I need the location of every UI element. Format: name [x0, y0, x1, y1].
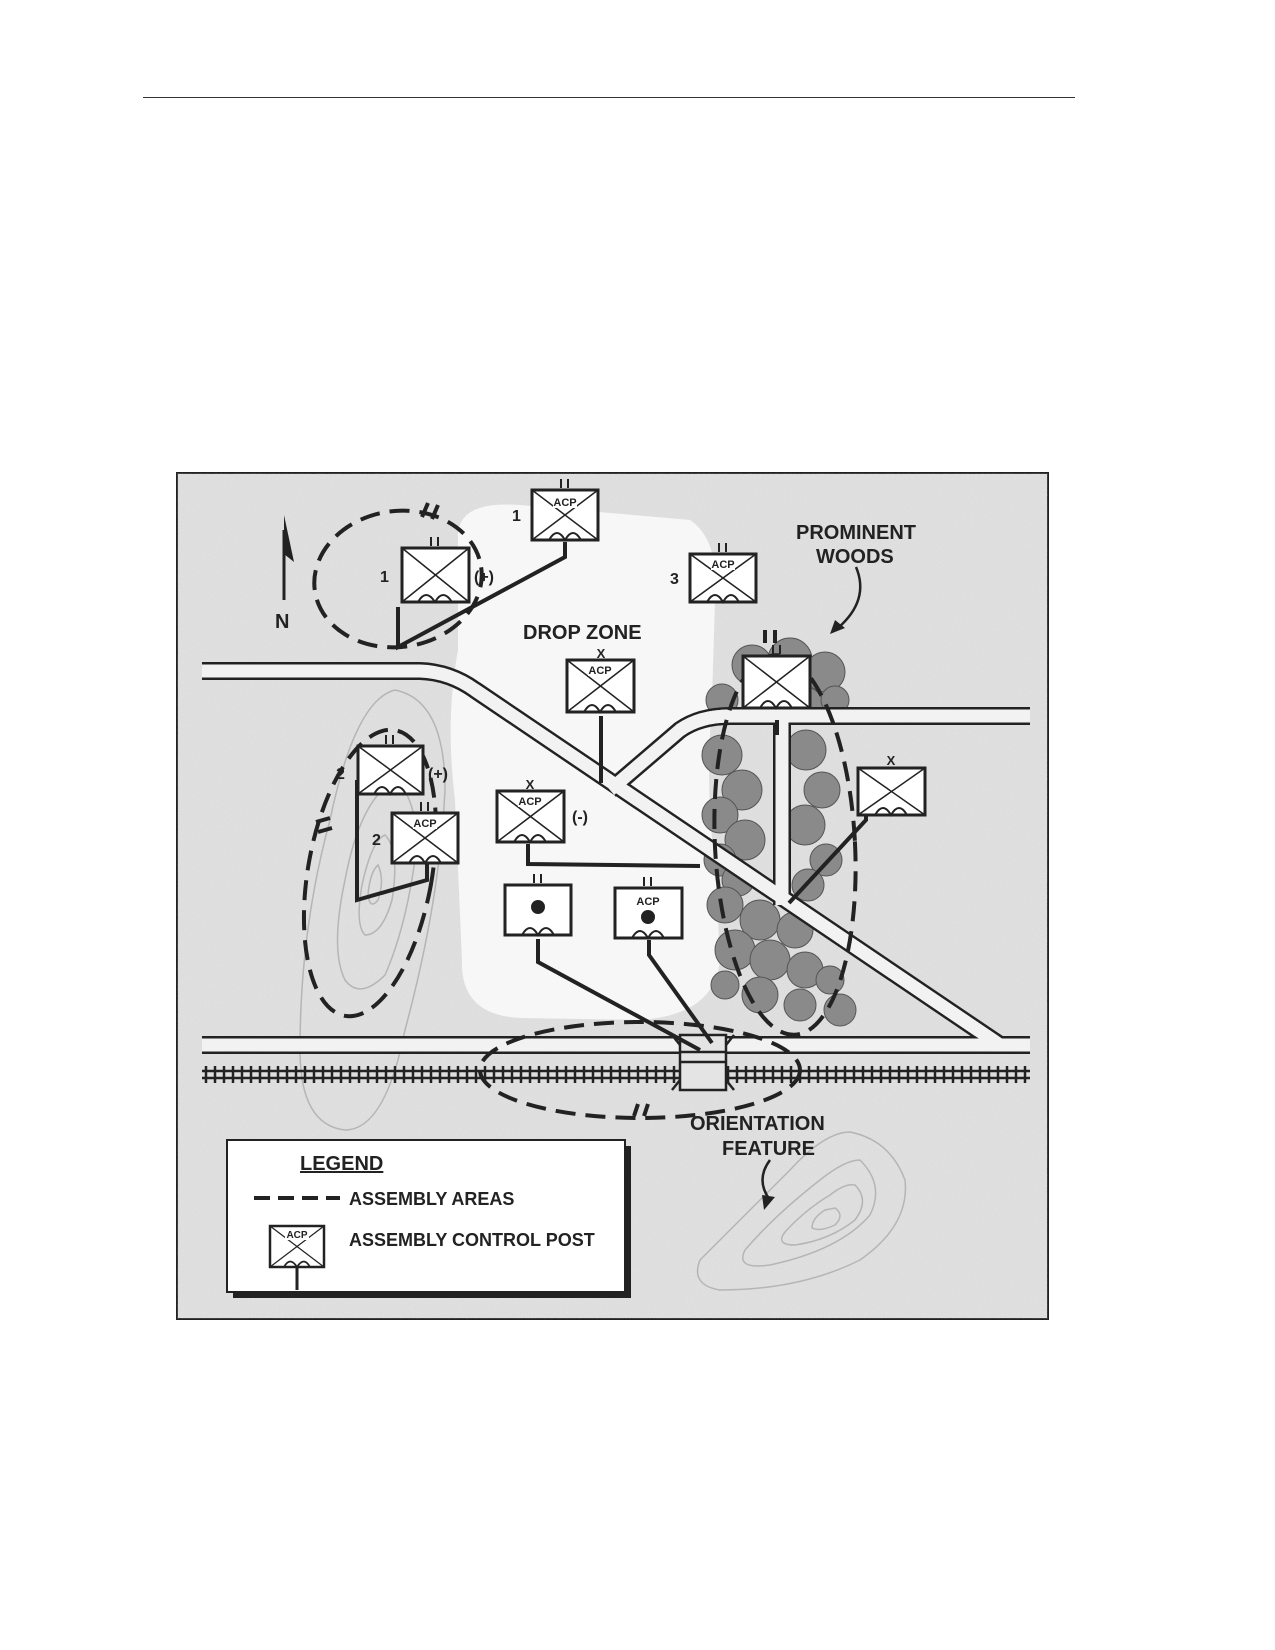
bridge-crossing: [671, 1033, 735, 1092]
orientation-label-line2: FEATURE: [722, 1138, 815, 1160]
page-header-rule: [143, 97, 1075, 98]
legend-title: LEGEND: [300, 1153, 383, 1175]
legend-assembly-control-post: ASSEMBLY CONTROL POST: [349, 1230, 595, 1250]
railroad: [202, 1066, 1030, 1083]
legend-acp-symbol: ACP: [268, 1224, 326, 1290]
acp-battalion-1: ACP 1: [512, 479, 600, 543]
acp-artillery-battalion: ACP: [613, 877, 684, 941]
legend-assembly-areas: ASSEMBLY AREAS: [349, 1189, 514, 1209]
assembly-area-1: [312, 508, 484, 650]
acp-text: ACP: [711, 559, 734, 571]
orientation-feature-contours: [696, 1131, 907, 1291]
acp-text: ACP: [588, 665, 611, 677]
strength-reinforced: (+): [428, 766, 448, 783]
acp-text: ACP: [413, 818, 436, 830]
unit-battalion-1-reinforced: 1 (+): [380, 537, 494, 604]
unit-number-3-acp: 3: [670, 571, 679, 588]
orientation-label-line1: ORIENTATION: [690, 1113, 825, 1135]
legend: LEGEND ASSEMBLY AREAS ACP ASSEMBLY CONTR…: [226, 1139, 631, 1298]
acp-text: ACP: [553, 497, 576, 509]
acp-battalion-2: ACP 2: [372, 802, 460, 866]
north-label: N: [275, 611, 289, 633]
prominent-woods-label-line2: WOODS: [816, 546, 894, 568]
acp-battalion-3: ACP 3: [670, 543, 758, 605]
unit-brigade-right: X: [856, 753, 927, 818]
drop-zone-label: DROP ZONE: [523, 622, 642, 644]
strength-reduced: (-): [572, 809, 588, 826]
echelon-brigade: X: [597, 646, 606, 661]
unit-number-1-acp: 1: [512, 508, 521, 525]
assembly-area-bottom: [478, 1020, 802, 1120]
legend-symbol-text: ACP: [286, 1230, 307, 1241]
assembly-area-echelon-marks: [315, 502, 777, 1117]
assembly-area-2: [301, 727, 439, 1019]
acp-brigade-drop-zone: ACP X: [565, 646, 636, 715]
unit-number-2: 2: [336, 766, 345, 783]
unit-artillery-battalion: [503, 874, 573, 938]
strength-reinforced: (+): [474, 569, 494, 586]
echelon-brigade: X: [887, 753, 896, 768]
unit-number-2-acp: 2: [372, 832, 381, 849]
north-arrow: N: [275, 515, 294, 633]
echelon-brigade: X: [526, 777, 535, 792]
connector-lines: [355, 542, 868, 1052]
acp-brigade-reduced: ACP X (-): [495, 777, 588, 845]
unit-battalion-woods: [741, 645, 812, 711]
woods-pointer-arrow: [837, 566, 862, 629]
unit-number-1: 1: [380, 569, 389, 586]
woods-pointer-arrowhead: [830, 620, 845, 634]
acp-text: ACP: [518, 796, 541, 808]
orientation-pointer-arrowhead: [762, 1195, 775, 1210]
acp-text: ACP: [636, 896, 659, 908]
roads: [202, 662, 1030, 1054]
unit-battalion-2-reinforced: 2 (+): [336, 735, 448, 797]
prominent-woods-label-line1: PROMINENT: [796, 522, 916, 544]
